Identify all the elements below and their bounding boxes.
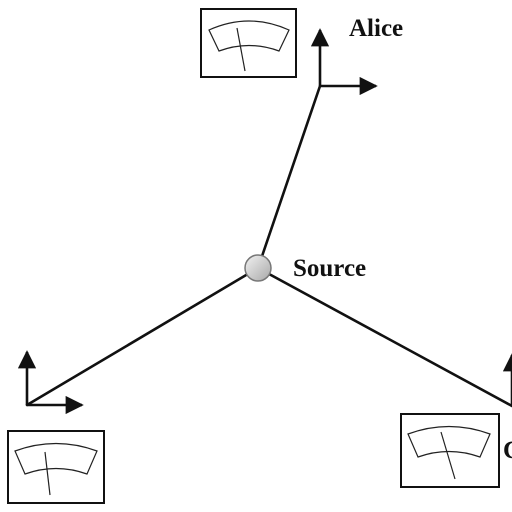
source-label: Source (293, 255, 366, 282)
alice-meter-icon (200, 8, 297, 78)
left-party-meter-icon (7, 430, 105, 504)
alice-axes-icon (310, 28, 378, 96)
link-to-alice (256, 84, 322, 270)
source-node-icon (244, 254, 272, 282)
link-to-left-party (25, 266, 260, 407)
alice-label: Alice (349, 15, 403, 42)
right-party-meter-icon (400, 413, 500, 488)
left-party-axes-icon (17, 350, 84, 415)
link-to-right-party (256, 266, 512, 408)
right-party-label: C (503, 437, 512, 464)
